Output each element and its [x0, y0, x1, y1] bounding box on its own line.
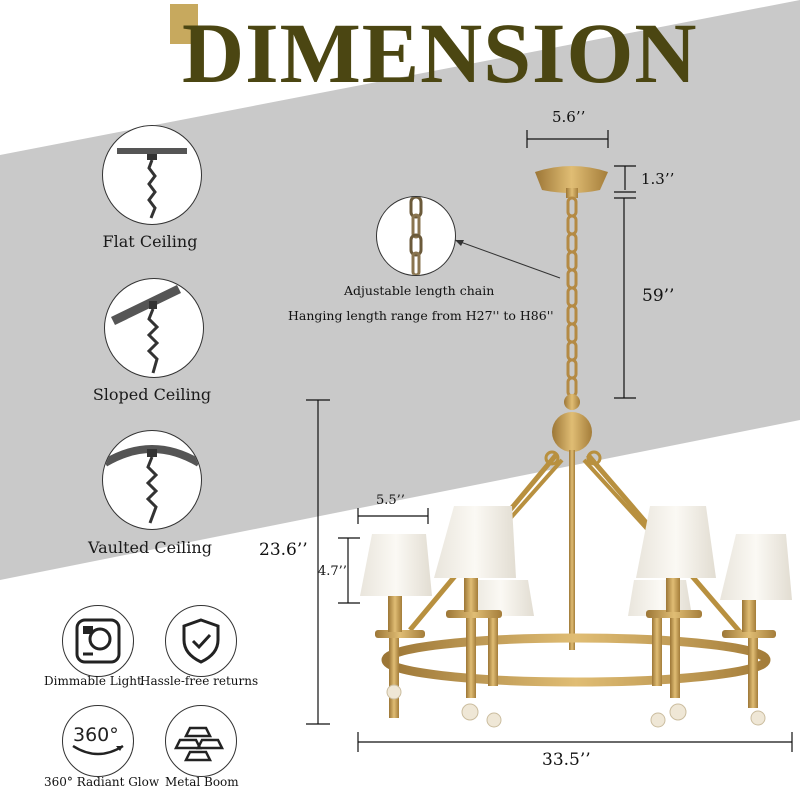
flat-ceiling-icon — [102, 125, 202, 225]
metal-bars-icon — [165, 705, 237, 777]
canopy-height-label: 1.3’’ — [641, 170, 675, 188]
flat-ceiling-label: Flat Ceiling — [102, 232, 198, 251]
page-title: DIMENSION — [182, 5, 698, 101]
title-accent-block — [170, 4, 198, 44]
hassle-free-returns-label: Hassle-free returns — [140, 674, 259, 688]
sloped-ceiling-label: Sloped Ceiling — [92, 385, 212, 404]
radiant-glow-label: 360° Radiant Glow — [44, 775, 160, 789]
360-icon: 360° — [62, 705, 134, 777]
360-badge-text: 360° — [73, 724, 119, 746]
canopy-width-label: 5.6’’ — [552, 108, 586, 126]
chain-note-line1: Adjustable length chain — [344, 283, 495, 298]
chain-detail-icon — [376, 196, 456, 276]
dimmable-light-label: Dimmable Light — [44, 674, 142, 688]
vaulted-ceiling-icon — [102, 430, 202, 530]
body-height-label: 23.6’’ — [259, 540, 308, 560]
dimmable-light-icon — [62, 605, 134, 677]
overall-width-label: 33.5’’ — [542, 750, 591, 770]
shade-height-label: 4.7’’ — [318, 564, 347, 579]
shield-check-icon — [165, 605, 237, 677]
shade-width-label: 5.5’’ — [376, 493, 405, 508]
chain-note-line2: Hanging length range from H27'' to H86'' — [288, 308, 554, 323]
sloped-ceiling-icon — [104, 278, 204, 378]
metal-boom-label: Metal Boom — [165, 775, 239, 789]
vaulted-ceiling-label: Vaulted Ceiling — [88, 538, 212, 557]
chain-length-label: 59’’ — [642, 286, 675, 306]
